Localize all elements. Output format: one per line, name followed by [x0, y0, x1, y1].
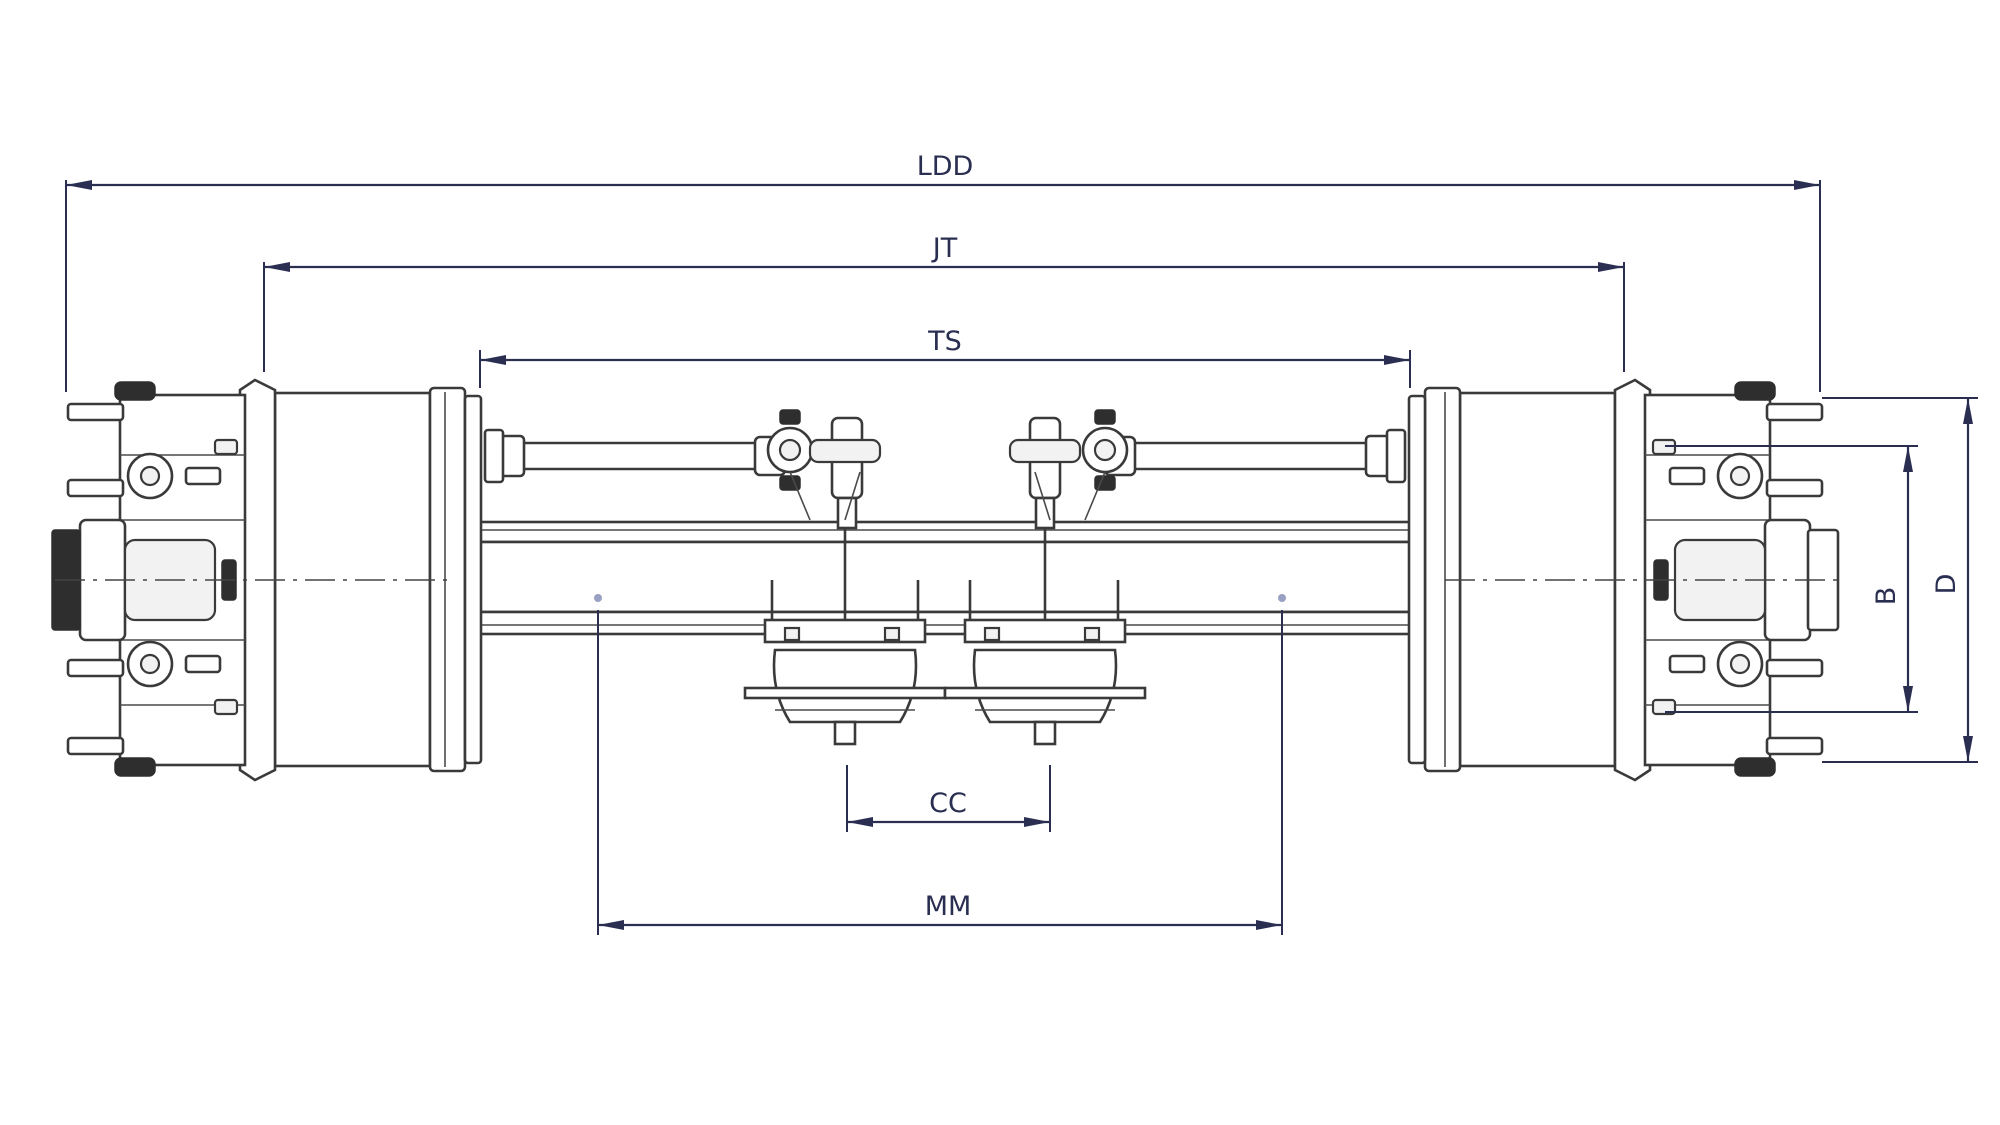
left-slack-adjuster [766, 409, 882, 530]
label-d: D [1931, 574, 1962, 595]
dimension-d: D [1822, 397, 1978, 763]
right-brake-drum [1407, 386, 1617, 773]
dimension-ldd: LDD [65, 151, 1821, 392]
left-hub-nuts [114, 381, 239, 777]
left-camshaft [483, 428, 787, 484]
left-brake-chamber [743, 580, 947, 746]
label-cc: CC [929, 788, 967, 819]
right-hub-nuts [1651, 381, 1776, 777]
left-brake-drum [273, 386, 483, 773]
dimension-jt: JT [263, 233, 1625, 372]
right-brake-chamber [943, 580, 1147, 746]
dimension-mm: MM [594, 594, 1286, 935]
label-b: B [1871, 587, 1902, 606]
label-ts: TS [927, 326, 962, 357]
label-mm: MM [925, 891, 972, 922]
dimension-b: B [1665, 445, 1918, 713]
right-camshaft [1103, 428, 1407, 484]
label-jt: JT [931, 233, 958, 264]
dimension-cc: CC [846, 765, 1051, 832]
label-ldd: LDD [917, 151, 974, 182]
dimension-ts: TS [479, 326, 1411, 388]
right-slack-adjuster [1008, 409, 1129, 530]
axle-beam [478, 520, 1412, 636]
